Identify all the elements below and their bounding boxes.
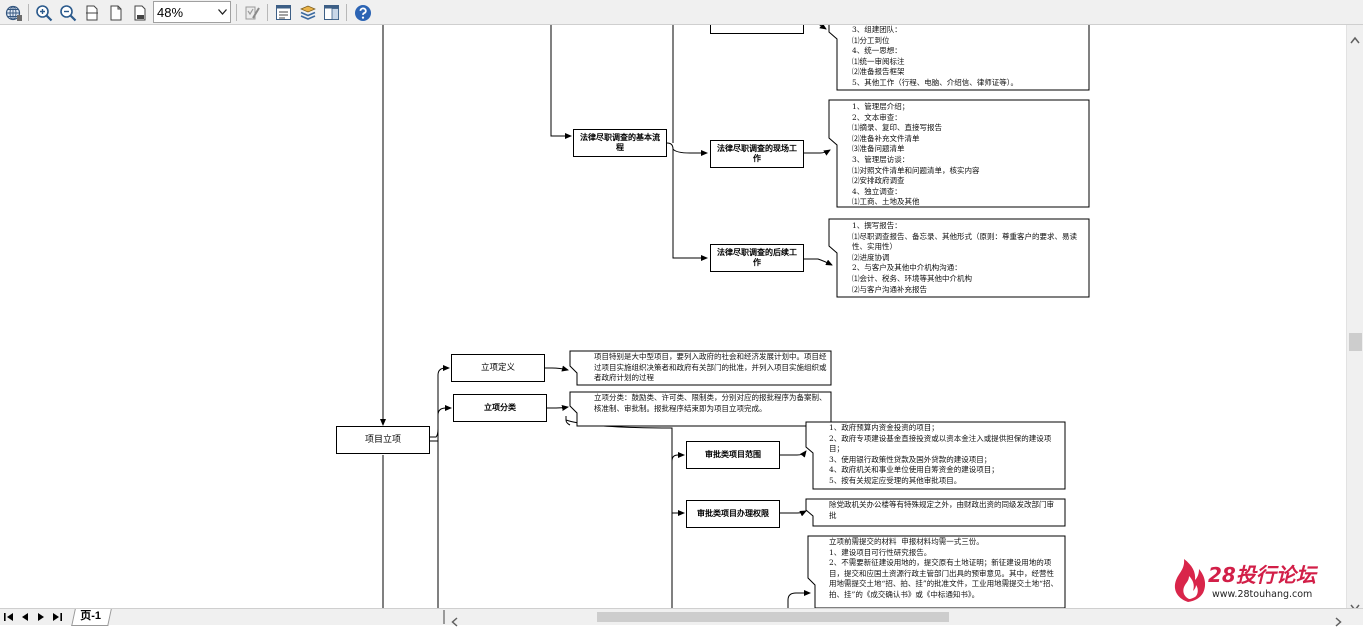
layers-icon[interactable] [297, 2, 318, 23]
panel-icon[interactable] [321, 2, 342, 23]
flow-box-project-category[interactable]: 立项分类 [453, 394, 547, 422]
zoom-out-icon[interactable] [57, 2, 78, 23]
watermark-logo: 28投行论坛 www.28touhang.com [1168, 550, 1338, 606]
flow-box-project-definition[interactable]: 立项定义 [451, 354, 545, 382]
vertical-scroll-thumb[interactable] [1349, 333, 1362, 351]
note-approval-authority: 除党政机关办公楼等有特殊规定之外，由财政出资的同级发改部门审批 [829, 500, 1054, 520]
properties-icon[interactable] [273, 2, 294, 23]
fit-width-icon[interactable] [81, 2, 102, 23]
watermark-url: www.28touhang.com [1212, 589, 1312, 600]
next-page-icon[interactable] [34, 610, 48, 624]
tab-splitter[interactable] [443, 610, 445, 624]
page-tab-label: 页-1 [80, 610, 101, 622]
flow-box-top[interactable] [710, 25, 804, 34]
flow-box-approval-authority[interactable]: 审批类项目办理权限 [686, 500, 780, 528]
chevron-down-icon[interactable] [214, 2, 230, 22]
drawing-canvas[interactable]: 法律尽职调查的基本流程 法律尽职调查的现场工作 法律尽职调查的后续工作 项目立项… [0, 25, 1346, 608]
zoom-in-icon[interactable] [33, 2, 54, 23]
flow-box-legal-onsite[interactable]: 法律尽职调查的现场工作 [710, 140, 804, 168]
chevron-up-icon[interactable] [1350, 29, 1360, 48]
note-onsite: 1、管理层介绍； 2、文本审查： ⑴摘录、复印、直接写报告 ⑵准备补充文件清单 … [852, 102, 980, 207]
note-approval-scope: 1、政府预算内资金投资的项目； 2、政府专项建设基金直接投资或以资本金注入或提供… [829, 423, 1052, 485]
actual-size-icon[interactable] [129, 2, 150, 23]
validate-icon[interactable] [242, 2, 263, 23]
toolbar-separator [236, 4, 237, 21]
zoom-value: 48% [157, 4, 184, 20]
vertical-scrollbar[interactable] [1346, 25, 1363, 612]
last-page-icon[interactable] [50, 610, 64, 624]
note-followup: 1、撰写报告： ⑴尽职调查报告、备忘录、其他形式（原则：尊重客户的要求、易读性、… [852, 221, 1077, 294]
connector-lines [380, 25, 1090, 608]
note-project-category: 立项分类：鼓励类、许可类、限制类，分别对应的报批程序为备案制、核准制、审批制。报… [594, 393, 827, 413]
flow-box-legal-basic-flow[interactable]: 法律尽职调查的基本流程 [573, 129, 667, 157]
chevron-right-icon[interactable] [1334, 612, 1342, 631]
toolbar-separator [267, 4, 268, 21]
globe-icon[interactable] [3, 2, 24, 23]
page-navigation-bar: 页-1 [0, 608, 1363, 627]
flow-box-legal-followup[interactable]: 法律尽职调查的后续工作 [710, 244, 804, 272]
note-materials: 立项前需提交的材料 申报材料均需一式三份。 1、建设项目可行性研究报告。 2、不… [829, 537, 1059, 599]
toolbar-separator [28, 4, 29, 21]
toolbar-separator [346, 4, 347, 21]
previous-page-icon[interactable] [18, 610, 32, 624]
watermark-brand: 28投行论坛 [1208, 563, 1319, 587]
zoom-select[interactable]: 48% [153, 1, 231, 23]
toolbar: 48% [0, 0, 1363, 25]
fit-page-icon[interactable] [105, 2, 126, 23]
flow-box-root[interactable]: 项目立项 [336, 426, 430, 454]
first-page-icon[interactable] [2, 610, 16, 624]
note-top: 3、组建团队： ⑴分工到位 4、统一思想： ⑴统一审阅标注 ⑵准备报告框架 5、… [852, 25, 1019, 87]
note-project-definition: 项目特别是大中型项目，要列入政府的社会和经济发展计划中。项目经过项目实施组织决策… [594, 352, 827, 383]
horizontal-scroll-thumb[interactable] [597, 612, 949, 622]
help-icon[interactable] [352, 2, 373, 23]
chevron-left-icon[interactable] [451, 612, 459, 631]
flow-box-approval-scope[interactable]: 审批类项目范围 [686, 441, 780, 469]
tab-page-1[interactable]: 页-1 [71, 609, 112, 626]
horizontal-scrollbar[interactable] [448, 610, 1346, 627]
